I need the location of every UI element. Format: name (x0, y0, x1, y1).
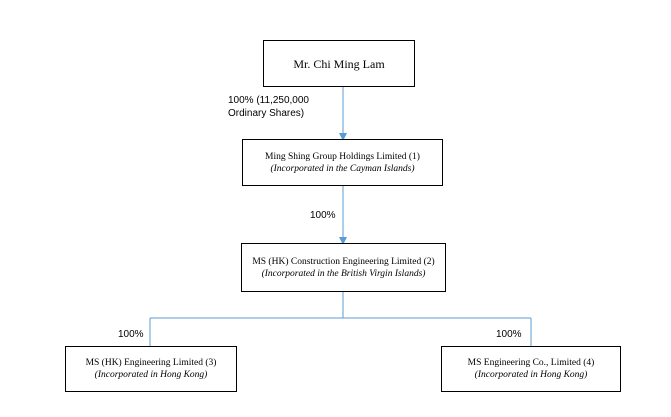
owner-box: Mr. Chi Ming Lam (263, 40, 415, 87)
ownership-label-line-1: 100% (11,250,000 (228, 95, 309, 106)
entity-incorporation-ms-engineering: (Incorporated in Hong Kong) (474, 370, 588, 380)
ownership-label-holdings-to-construction: 100% (310, 210, 336, 221)
entity-name-line-ms-engineering: MS Engineering Co., Limited (4) (468, 357, 595, 369)
entity-incorporation-construction: (Incorporated in the British Virgin Isla… (261, 268, 426, 279)
ownership-label-owner-to-holdings: 100% (11,250,000 Ordinary Shares) (228, 94, 309, 120)
ownership-label-line-2: Ordinary Shares) (228, 108, 305, 119)
entity-name-holdings: Ming Shing Group Holdings Limited (265, 151, 409, 162)
entity-box-construction: MS (HK) Construction Engineering Limited… (241, 243, 446, 292)
entity-box-ms-engineering: MS Engineering Co., Limited (4) (Incorpo… (441, 346, 621, 392)
entity-note-ms-engineering: (4) (583, 358, 595, 368)
entity-note-hk-engineering: (3) (205, 358, 217, 368)
ownership-label-construction-to-ms-engineering: 100% (496, 329, 522, 340)
owner-name: Mr. Chi Ming Lam (293, 56, 385, 71)
entity-name-line-hk-engineering: MS (HK) Engineering Limited (3) (86, 357, 217, 369)
entity-note-construction: (2) (423, 256, 435, 267)
entity-box-hk-engineering: MS (HK) Engineering Limited (3) (Incorpo… (65, 346, 237, 392)
ownership-label-construction-to-hk-engineering: 100% (118, 329, 144, 340)
entity-name-line-holdings: Ming Shing Group Holdings Limited (1) (265, 151, 420, 163)
entity-box-holdings: Ming Shing Group Holdings Limited (1) (I… (242, 139, 443, 186)
entity-note-holdings: (1) (408, 151, 420, 162)
entity-name-hk-engineering: MS (HK) Engineering Limited (85, 358, 206, 368)
entity-name-construction: MS (HK) Construction Engineering Limited (252, 256, 424, 267)
entity-name-ms-engineering: MS Engineering Co., Limited (467, 358, 584, 368)
entity-incorporation-hk-engineering: (Incorporated in Hong Kong) (94, 370, 208, 380)
entity-incorporation-holdings: (Incorporated in the Cayman Islands) (270, 163, 415, 174)
entity-name-line-construction: MS (HK) Construction Engineering Limited… (252, 256, 434, 268)
